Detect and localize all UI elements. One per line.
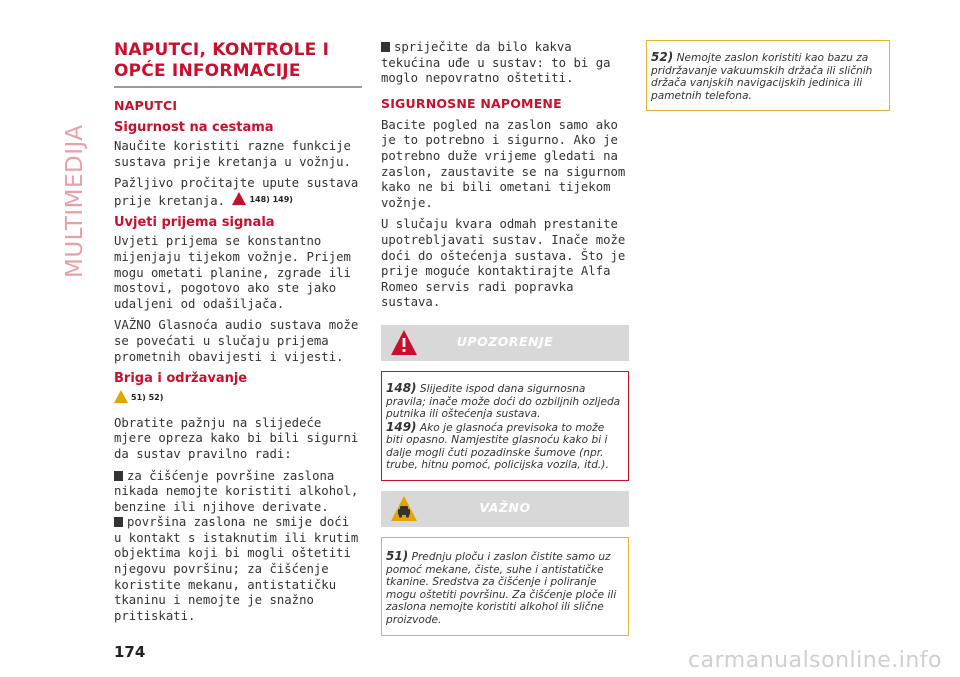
note-51: 51) Prednju ploču i zaslon čistite samo … [386,550,624,627]
section-tab-label: MULTIMEDIJA [62,124,88,278]
warning-149: 149) Ako je glasnoća previsoka to može b… [386,419,624,472]
bullet-3-text: spriječite da bilo kakva tekućina uđe u … [381,40,611,86]
bullet-1-text: za čišćenje površine zaslona nikada nemo… [114,468,359,514]
column-3: 52) Nemojte zaslon koristiti kao bazu za… [646,40,890,112]
paragraph-1: Naučite koristiti razne funkcije sustava… [114,139,351,169]
note-52-number: 52) [651,50,674,64]
paragraph-2-text: Pažljivo pročitajte upute sustava prije … [114,176,359,208]
warning-148-text: Slijedite ispod dana sigurnosna pravila;… [386,382,621,421]
column-1: NAPUTCI, KONTROLE I OPĆE INFORMACIJE NAP… [114,40,362,630]
warning-box: 148) Slijedite ispod dana sigurnosna pra… [381,370,629,482]
paragraph-7: U slučaju kvara odmah prestanite upotreb… [381,217,626,310]
column-2: spriječite da bilo kakva tekućina uđe u … [381,40,629,636]
paragraph-4: VAŽNO Glasnoća audio sustava može se pov… [114,318,359,364]
heading-naputci: NAPUTCI [114,98,178,113]
title-rule [114,86,362,88]
watermark: carmanualsonline.info [688,648,942,673]
paragraph-3: Uvjeti prijema se konstantno mijenjaju t… [114,234,351,311]
reference-51-52[interactable]: 51) 52) [131,393,164,403]
bullet-2: površina zaslona ne smije doći u kontakt… [114,515,362,624]
note-52-text: Nemojte zaslon koristiti kao bazu za pri… [651,52,873,102]
heading-sigurnost: Sigurnost na cestama [114,120,274,135]
warning-triangle-icon [232,191,247,205]
checkbox-bullet-icon [381,42,390,52]
warning-label: UPOZORENJE [456,333,554,349]
important-label: VAŽNO [479,500,531,516]
note-51-text: Prednju ploču i zaslon čistite samo uz p… [386,551,617,627]
heading-uvjeti: Uvjeti prijema signala [114,215,275,231]
bullet-1: za čišćenje površine zaslona nikada nemo… [114,469,362,516]
page-number: 174 [114,643,146,661]
warning-148-number: 148) [386,380,417,395]
reference-148-149[interactable]: 148) 149) [249,194,293,204]
heading-sigurnosne-napomene: SIGURNOSNE NAPOMENE [381,95,562,111]
page-title: NAPUTCI, KONTROLE I OPĆE INFORMACIJE [114,40,330,81]
warning-header: UPOZORENJE [381,324,629,361]
checkbox-bullet-icon [114,470,123,481]
warning-149-number: 149) [386,419,417,434]
warning-148: 148) Slijedite ispod dana sigurnosna pra… [386,382,624,421]
section-tab: MULTIMEDIJA [62,38,88,278]
warning-triangle-icon [391,329,417,355]
checkbox-bullet-icon [114,517,123,528]
car-caution-icon [114,390,128,404]
important-header: VAŽNO [381,491,629,528]
note-51-number: 51) [386,549,409,564]
paragraph-5: Obratite pažnju na slijedeće mjere oprez… [114,415,359,461]
paragraph-6: Bacite pogled na zaslon samo ako je to p… [381,117,626,210]
bullet-3: spriječite da bilo kakva tekućina uđe u … [381,40,629,87]
important-box: 51) Prednju ploču i zaslon čistite samo … [381,537,629,636]
heading-briga: Briga i održavanje [114,371,248,387]
bullet-2-text: površina zaslona ne smije doći u kontakt… [114,515,359,623]
note-52: 52) Nemojte zaslon koristiti kao bazu za… [651,51,885,102]
paragraph-2: Pažljivo pročitajte upute sustava prije … [114,176,362,209]
briga-refs-line: 51) 52) [114,390,362,408]
car-caution-icon [391,496,417,522]
important-box-continued: 52) Nemojte zaslon koristiti kao bazu za… [646,40,890,112]
warning-149-text: Ako je glasnoća previsoka to može biti o… [386,421,609,472]
